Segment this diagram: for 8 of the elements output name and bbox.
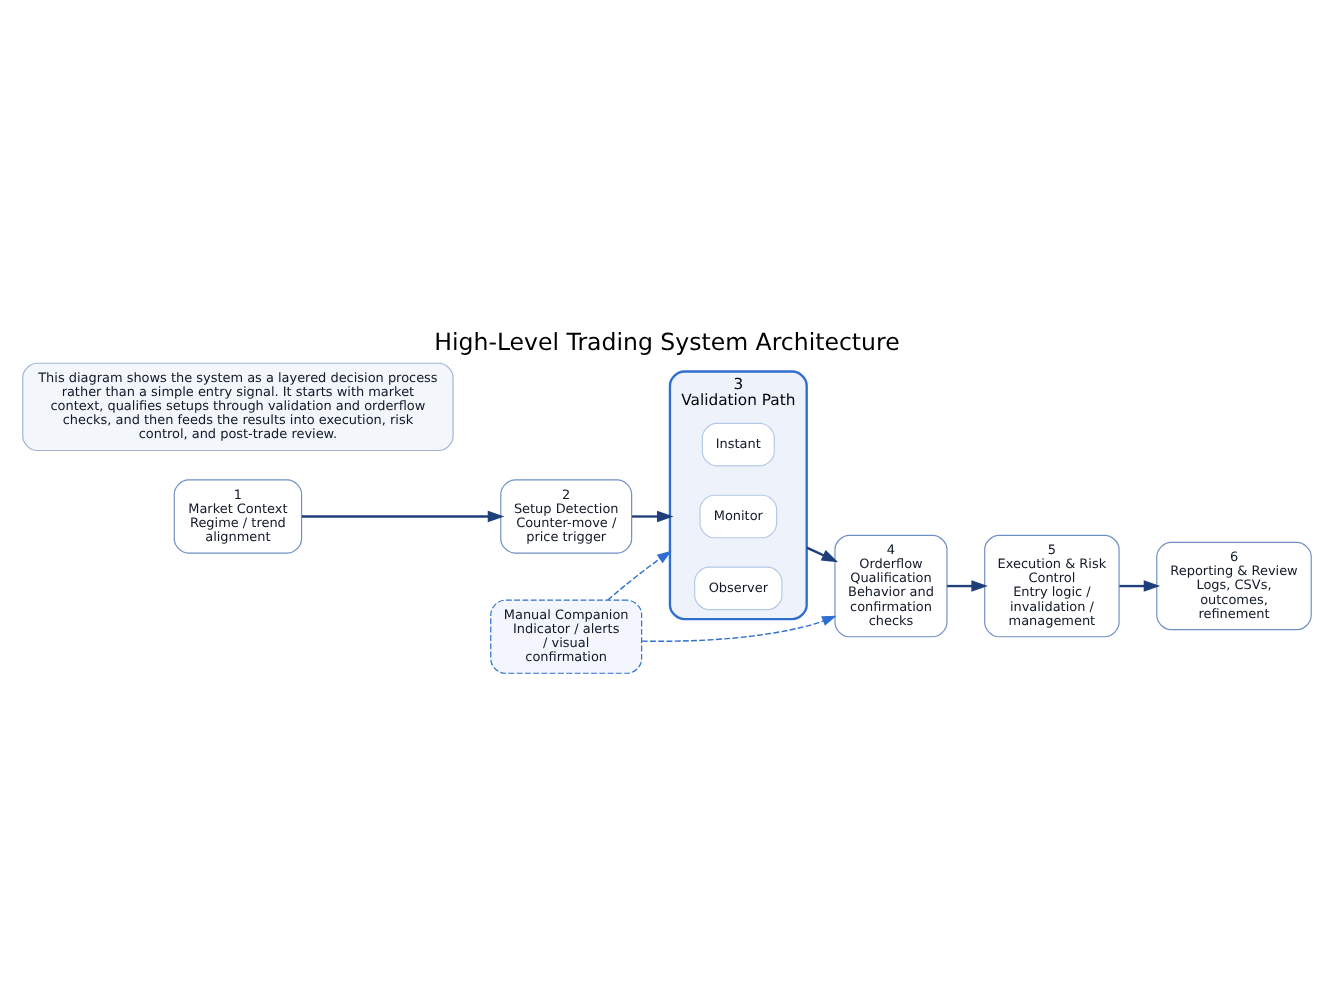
diagram-title: High-Level Trading System Architecture (433, 328, 899, 357)
arrow (631, 510, 673, 523)
arrow (606, 550, 671, 601)
arrow (805, 546, 838, 563)
arrow (300, 510, 504, 523)
arrow (946, 580, 987, 592)
arrow (640, 615, 836, 642)
arrow (1118, 580, 1160, 592)
